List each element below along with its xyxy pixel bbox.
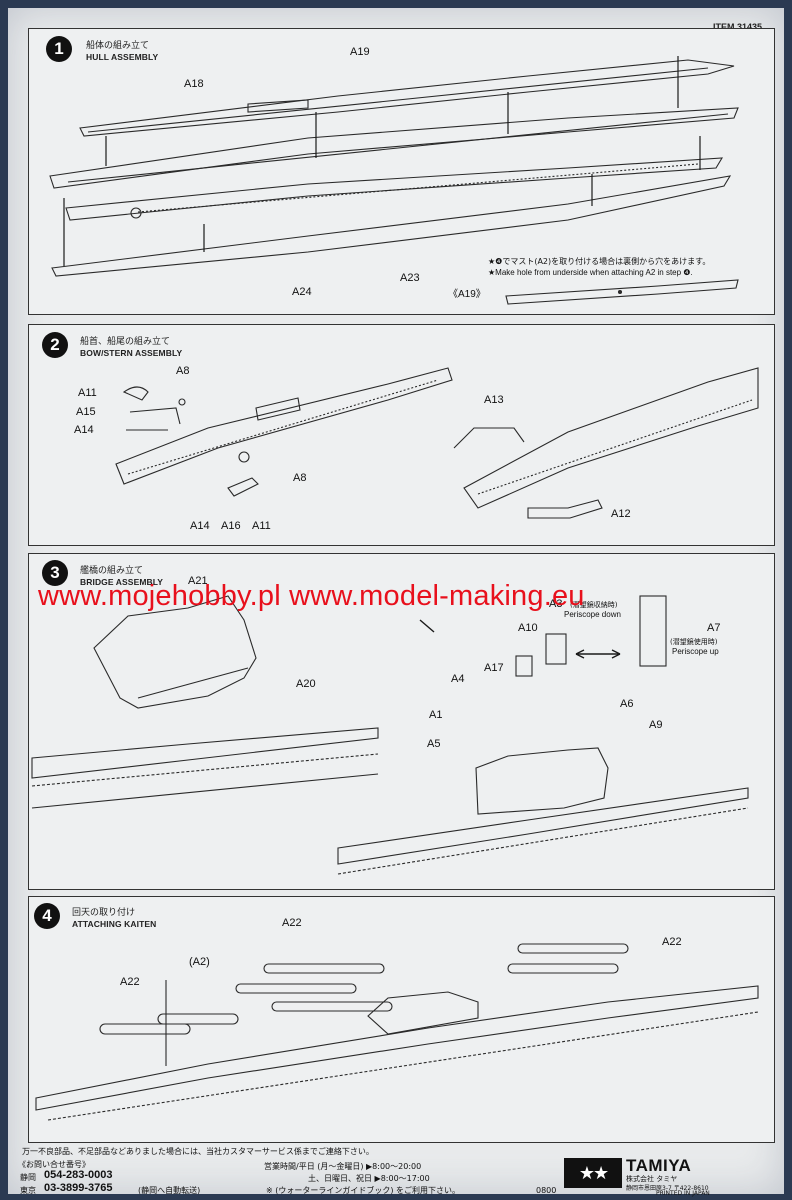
- step-4-number: 4: [34, 903, 60, 929]
- contact-label: 《お問い合せ番号》: [18, 1160, 90, 1169]
- tamiya-star-logo: ★★: [564, 1158, 622, 1188]
- submarine-deck: [35, 985, 759, 1121]
- kaiten-torpedoes: [99, 943, 629, 1066]
- inset-a19: [505, 279, 739, 305]
- step-3-title-jp: 艦橋の組み立て: [80, 566, 144, 576]
- stern-section: [453, 367, 759, 519]
- company-address: 静岡市恩田原3-7 〒422-8610: [626, 1185, 709, 1192]
- a7-note-en: Periscope up: [672, 647, 719, 656]
- label-a1: A1: [429, 709, 443, 721]
- bridge-right: [337, 595, 749, 875]
- label-a8-right: A8: [293, 472, 307, 484]
- inset-label-a19: 《A19》: [448, 289, 486, 300]
- label-a6: A6: [620, 698, 634, 710]
- hole-note-en: ★Make hole from underside when attaching…: [488, 268, 693, 277]
- step-3-panel: [28, 553, 775, 890]
- label-a22-left: A22: [120, 976, 140, 988]
- label-a24: A24: [292, 286, 312, 298]
- label-a17: A17: [484, 662, 504, 674]
- bow-parts: [122, 386, 259, 497]
- hours-weekend: 土、日曜日、祝日 ▶8:00〜17:00: [308, 1174, 430, 1183]
- label-a9: A9: [649, 719, 663, 731]
- label-a7: A7: [707, 622, 721, 634]
- tokyo-note: (静岡へ自動転送): [138, 1186, 201, 1195]
- label-a19: A19: [350, 46, 370, 58]
- hours-weekday: 営業時間/平日 (月〜金曜日) ▶8:00〜20:00: [264, 1162, 422, 1171]
- step-2-panel: [28, 324, 775, 546]
- hole-note-jp: ★❹でマスト(A2)を取り付ける場合は裏側から穴をあけます。: [488, 257, 711, 266]
- tokyo-phone: 03-3899-3765: [44, 1182, 113, 1194]
- a3-note-jp: (潜望鏡収納時): [570, 601, 618, 609]
- label-a22-right: A22: [662, 936, 682, 948]
- step-3-number: 3: [42, 560, 68, 586]
- printed-in-japan: PRINTED IN JAPAN: [656, 1190, 710, 1197]
- hull-part-a19: [79, 59, 735, 137]
- label-a2-mast: (A2): [189, 956, 210, 968]
- step-4-title-jp: 回天の取り付け: [72, 908, 136, 918]
- label-a14-bottom: A14: [190, 520, 210, 532]
- step-4-title-en: ATTACHING KAITEN: [72, 919, 157, 929]
- label-a8-top: A8: [176, 365, 190, 377]
- label-a16: A16: [221, 520, 241, 532]
- assembly-drawings: [31, 56, 759, 1121]
- label-a15: A15: [76, 406, 96, 418]
- label-a12: A12: [611, 508, 631, 520]
- shizuoka-label: 静岡: [20, 1173, 36, 1182]
- bridge-left: [31, 595, 379, 809]
- label-a3: A3: [549, 598, 563, 610]
- bow-section: [115, 367, 453, 485]
- step-2-number: 2: [42, 332, 68, 358]
- item-code: ITEM 31435: [712, 22, 762, 32]
- label-a14-top: A14: [74, 424, 94, 436]
- step-2-title-en: BOW/STERN ASSEMBLY: [80, 348, 183, 358]
- label-a10: A10: [518, 622, 538, 634]
- shizuoka-phone: 054-283-0003: [44, 1169, 113, 1181]
- instruction-sheet: ITEM 31435 1 船体の組み立て HULL ASSEMBLY A19 A…: [8, 8, 784, 1197]
- step-1-number: 1: [46, 36, 72, 62]
- step-2-title-jp: 船首、船尾の組み立て: [80, 337, 171, 347]
- hull-part-a24: [65, 157, 724, 221]
- step-1-title-en: HULL ASSEMBLY: [86, 52, 159, 62]
- label-a5: A5: [427, 738, 441, 750]
- a3-note-en: Periscope down: [564, 610, 621, 619]
- tamiya-brand: TAMIYA: [626, 1156, 692, 1175]
- hull-part-a18: [49, 99, 739, 189]
- hull-part-a23: [51, 175, 732, 277]
- tokyo-label: 東京: [20, 1186, 36, 1195]
- label-a13: A13: [484, 394, 504, 406]
- label-a18: A18: [184, 78, 204, 90]
- label-a4: A4: [451, 673, 465, 685]
- label-a11-bottom: A11: [252, 520, 271, 532]
- code-0800: 0800: [536, 1186, 557, 1195]
- company-name: 株式会社 タミヤ: [626, 1175, 678, 1183]
- step-3-title-en: BRIDGE ASSEMBLY: [80, 577, 164, 587]
- label-a21: A21: [188, 575, 208, 587]
- label-a20: A20: [296, 678, 316, 690]
- label-a22-center: A22: [282, 917, 302, 929]
- a7-note-jp: (潜望鏡使用時): [670, 638, 718, 646]
- guidebook-note: ※ (ウォーターラインガイドブック) をご利用下さい。: [266, 1186, 461, 1195]
- step-4-panel: [28, 896, 775, 1143]
- label-a11-top: A11: [78, 387, 97, 399]
- footer-notice: 万一不良部品、不足部品などありました場合には、当社カスタマーサービス係までご連絡…: [22, 1147, 374, 1156]
- watermark-text: www.mojehobby.pl www.model-making.eu: [38, 580, 585, 612]
- label-a23: A23: [400, 272, 420, 284]
- step-1-title-jp: 船体の組み立て: [86, 41, 150, 51]
